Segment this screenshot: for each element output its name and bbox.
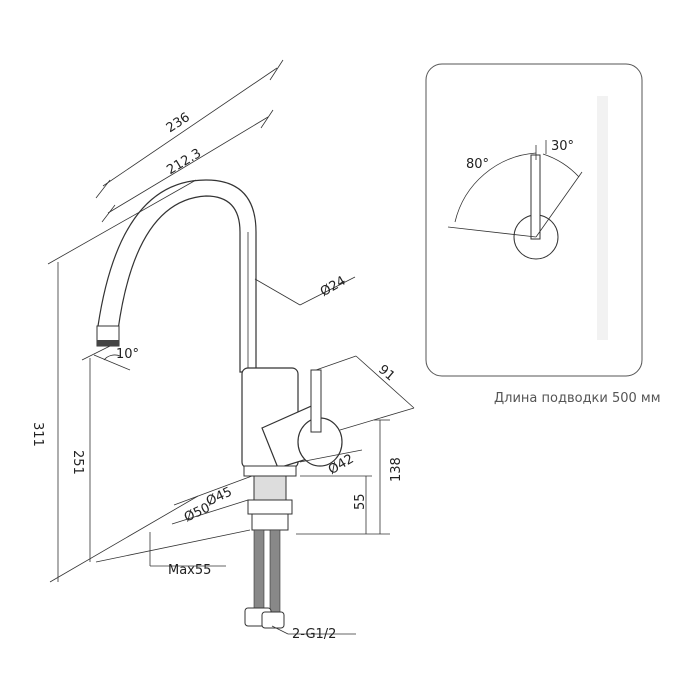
faucet-body xyxy=(96,179,343,629)
rotation-left-angle: 80° xyxy=(466,157,489,172)
dim-spout-height: 251 xyxy=(70,450,85,475)
dim-handle-reach: 91 xyxy=(375,362,397,384)
faucet-handle-lever xyxy=(310,369,322,433)
dim-body-height: 138 xyxy=(389,457,404,482)
dim-spout-diameter: Ø24 xyxy=(318,274,349,300)
rotation-right-angle: 30° xyxy=(551,139,574,154)
dim-spout-reach: 212.3 xyxy=(164,146,204,178)
dim-total-reach: 236 xyxy=(164,110,193,136)
hose-length-note: Длина подводки 500 мм xyxy=(494,391,661,406)
dim-base-height: 55 xyxy=(353,493,368,510)
dimension-labels: 236 212.3 Ø24 10° 311 251 91 Ø42 138 55 … xyxy=(30,110,404,642)
handle-rotation-inset: 80° 30° Длина подводки 500 мм xyxy=(425,63,661,406)
dimension-lines xyxy=(47,59,415,635)
dim-max-thickness: Max55 xyxy=(168,563,211,578)
handle-lever xyxy=(530,154,541,240)
dim-spout-angle: 10° xyxy=(116,347,139,362)
dim-connection: 2-G1/2 xyxy=(292,627,336,642)
dim-total-height: 311 xyxy=(30,422,45,447)
